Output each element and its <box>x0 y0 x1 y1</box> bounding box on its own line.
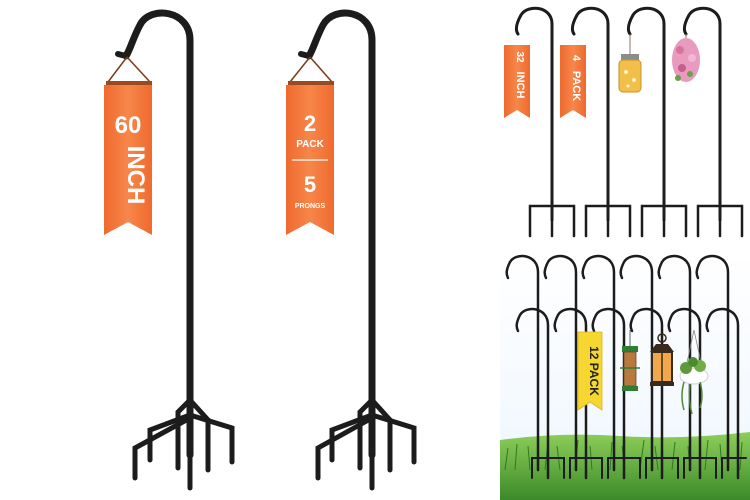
twelve-hook-poles-front <box>515 307 747 480</box>
banner-32-inch: 32 INCH <box>504 45 530 118</box>
banner-60-inch: 60 INCH <box>104 85 152 235</box>
top-right-panel: 32 INCH 4 PACK <box>500 0 750 245</box>
banner-1-line1: 60 <box>115 112 142 139</box>
banner-4-pack: 4 PACK <box>560 45 586 118</box>
twelve-hook-poles-back <box>505 254 730 472</box>
tag-12-pack-text: 12 PACK <box>587 346 601 396</box>
banner-1-hanger <box>107 56 151 83</box>
tag-12-pack: 12 PACK <box>577 331 603 411</box>
hanging-flower-basket <box>672 34 700 82</box>
banner-2-pack-5-prongs: 2 PACK 5 PRONGS <box>286 85 334 235</box>
banner-2-qty-unit: PACK <box>296 139 324 150</box>
hanging-plant <box>679 329 709 415</box>
banner-2-rod <box>288 81 334 85</box>
bottom-right-panel: 12 PACK <box>500 250 750 500</box>
banner-2-prongs: 5 <box>304 172 316 197</box>
banner-4-num: 4 <box>570 55 582 62</box>
banner-1-rod <box>106 81 152 85</box>
banner-1-line2: INCH <box>122 146 149 205</box>
shepherd-hook-pole-2 <box>298 9 417 491</box>
four-hook-poles <box>514 6 744 238</box>
main-panel: 60 INCH 2 PACK 5 PRONGS <box>104 9 417 491</box>
banner-2-hanger <box>289 56 333 83</box>
banner-32-unit: INCH <box>514 72 526 99</box>
banner-2-prongs-unit: PRONGS <box>295 203 326 210</box>
bird-feeder <box>620 330 640 391</box>
banner-32-num: 32 <box>514 51 525 63</box>
mason-jar-lantern <box>618 34 642 93</box>
shepherd-hook-pole-1 <box>115 9 235 491</box>
banner-4-unit: PACK <box>570 71 582 101</box>
hanging-lantern <box>650 333 674 386</box>
banner-2-qty: 2 <box>304 111 316 136</box>
